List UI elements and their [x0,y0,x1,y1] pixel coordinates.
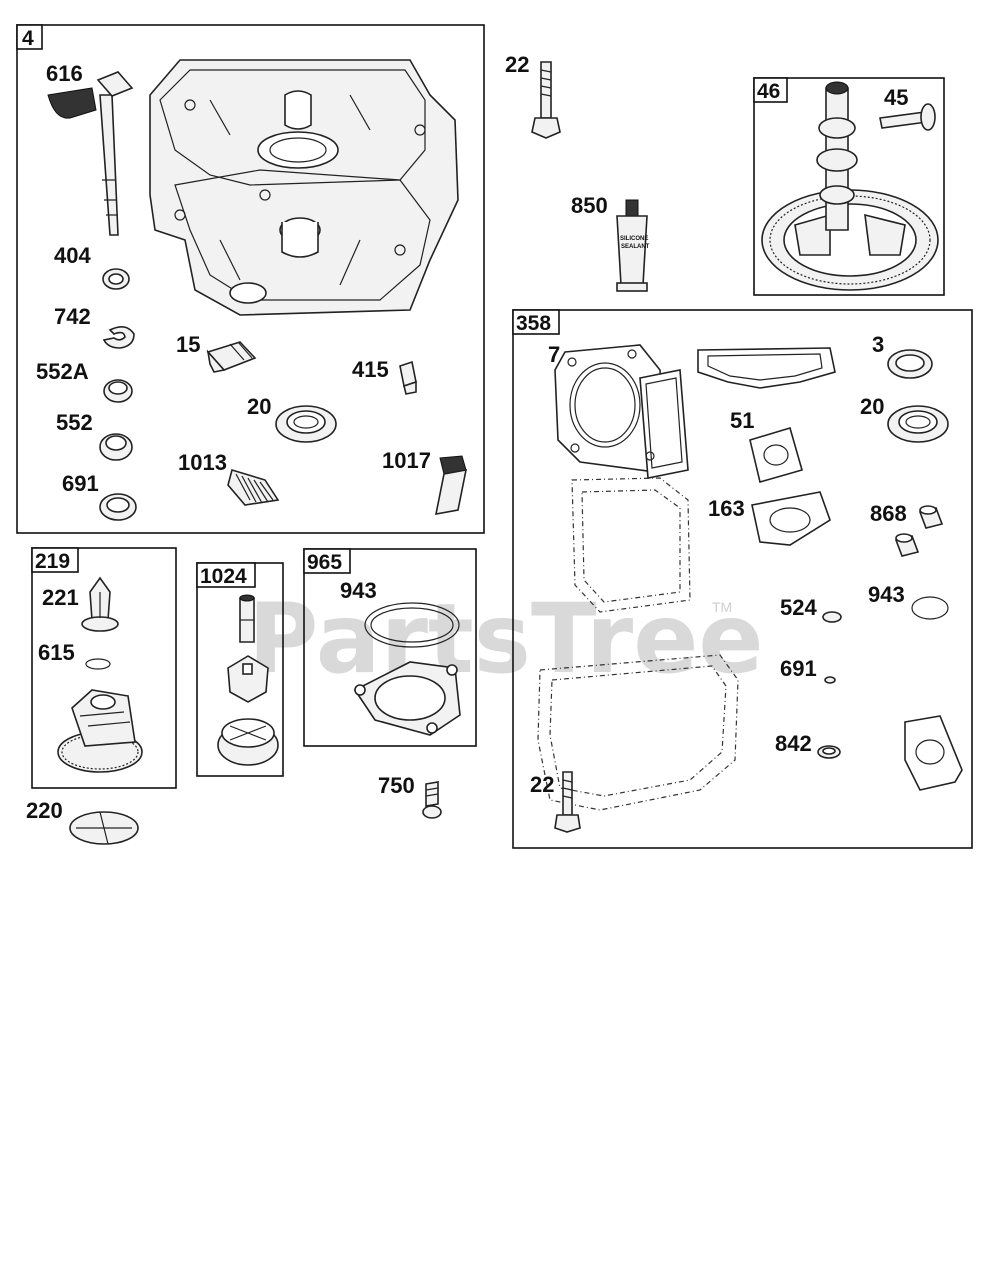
governor-pin-221-part[interactable] [81,576,119,632]
pump-cover-gasket-part[interactable] [353,661,461,736]
watermark-trademark: TM [712,599,732,615]
dowel-868-part[interactable] [894,505,944,557]
seal-691-part[interactable] [99,493,137,521]
label-7[interactable]: 7 [548,342,560,367]
washer-404-part[interactable] [102,268,130,290]
group-4-label: 4 [22,27,34,50]
ring-691-b-part[interactable] [824,676,836,684]
label-552a[interactable]: 552A [36,359,89,384]
group-1024-label: 1024 [200,565,247,588]
label-20[interactable]: 20 [247,394,271,419]
ring-842-part[interactable] [817,745,841,759]
bolt-22-b-part[interactable] [554,771,581,833]
oil-pump-rotor-inner-part[interactable] [227,655,269,703]
label-20-b[interactable]: 20 [860,394,884,419]
label-1017[interactable]: 1017 [382,448,431,473]
label-22-b[interactable]: 22 [530,772,554,797]
plug-15-part[interactable] [206,341,257,373]
label-221[interactable]: 221 [42,585,79,610]
crankcase-gasket-part[interactable] [537,654,739,811]
camshaft-gear-part[interactable] [761,81,939,291]
group-4-frame[interactable]: 4 [16,24,485,534]
label-943[interactable]: 943 [340,578,377,603]
pin-45-part[interactable] [879,103,936,131]
bushing-552-part[interactable] [99,433,133,461]
valve-cover-gasket-part[interactable] [571,477,691,613]
ring-615-part[interactable] [85,658,111,670]
silicone-sealant-tube-part[interactable]: SILICONE SEALANT [616,199,650,292]
gasket-163-part[interactable] [751,491,831,546]
bolt-22-part[interactable] [531,61,561,139]
spring-1013-part[interactable] [227,468,280,506]
head-gasket-7-part[interactable] [554,344,689,479]
label-15[interactable]: 15 [176,332,200,357]
group-219-label: 219 [35,550,70,573]
washer-220-part[interactable] [69,811,139,845]
label-45[interactable]: 45 [884,85,908,110]
label-552[interactable]: 552 [56,410,93,435]
o-ring-943-part[interactable] [364,602,460,648]
label-750[interactable]: 750 [378,773,415,798]
screw-750-part[interactable] [422,781,442,819]
label-22-top[interactable]: 22 [505,52,529,77]
oil-pump-rotor-outer-part[interactable] [217,718,279,766]
group-965-label: 965 [307,551,342,574]
fitting-415-part[interactable] [399,360,417,395]
label-615[interactable]: 615 [38,640,75,665]
group-46-label: 46 [757,80,780,103]
label-404[interactable]: 404 [54,243,91,268]
ring-524-part[interactable] [822,611,842,623]
bushing-552a-part[interactable] [103,379,133,403]
gasket-51-part[interactable] [749,427,803,483]
intake-gasket-part[interactable] [904,715,963,791]
crankcase-part[interactable] [149,59,459,316]
label-616[interactable]: 616 [46,61,83,86]
group-965-frame[interactable]: 965 [303,548,477,747]
label-868[interactable]: 868 [870,501,907,526]
label-163[interactable]: 163 [708,496,745,521]
oil-seal-20-b-part[interactable] [887,405,949,443]
label-3[interactable]: 3 [872,332,884,357]
label-691-b[interactable]: 691 [780,656,817,681]
label-524[interactable]: 524 [780,595,817,620]
label-742[interactable]: 742 [54,304,91,329]
label-842[interactable]: 842 [775,731,812,756]
label-850[interactable]: 850 [571,193,608,218]
group-358-label: 358 [516,312,551,335]
o-ring-943-b-part[interactable] [911,596,949,620]
label-943-b[interactable]: 943 [868,582,905,607]
tube-label-line2: SEALANT [621,244,650,250]
label-415[interactable]: 415 [352,357,389,382]
oil-pump-shaft-part[interactable] [239,594,255,643]
group-46-frame[interactable]: 46 [753,77,945,296]
tube-label-line1: SILICONE [620,236,648,242]
ring-3-part[interactable] [887,349,933,379]
group-1024-frame[interactable]: 1024 [196,562,284,777]
label-691[interactable]: 691 [62,471,99,496]
label-220[interactable]: 220 [26,798,63,823]
label-1013[interactable]: 1013 [178,450,227,475]
breather-gasket-part[interactable] [697,347,836,389]
filter-1017-part[interactable] [434,455,468,515]
label-51[interactable]: 51 [730,408,754,433]
oil-seal-20-part[interactable] [275,405,337,443]
governor-shaft-part[interactable] [47,71,134,236]
governor-gear-part[interactable] [57,689,143,773]
group-358-frame[interactable]: 358 [512,309,973,849]
group-219-frame[interactable]: 219 [31,547,177,789]
watermark-text: PartsTree [248,583,763,695]
e-clip-part[interactable] [102,326,135,349]
